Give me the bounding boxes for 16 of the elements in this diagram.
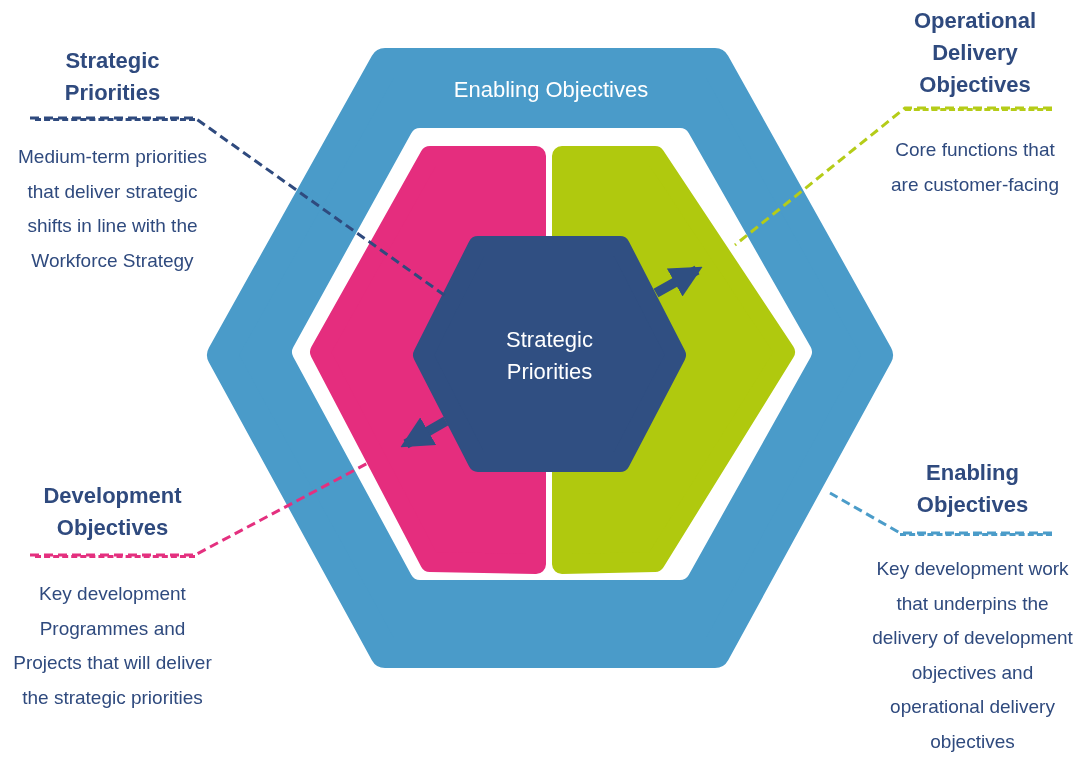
callout-heading: Development Objectives <box>42 482 183 542</box>
callout-text: Medium-term priorities that deliver strategic shifts in line with the Workforce Strategy <box>17 145 208 273</box>
callout-heading: Strategic Priorities <box>63 47 162 107</box>
leader-line <box>734 106 1052 247</box>
shape-label: Enabling Objectives <box>453 77 649 102</box>
callout-text: Key development work that underpins the delivery of development objectives and operational delivery objectives <box>871 557 1074 754</box>
callout-heading: Enabling Objectives <box>915 459 1030 519</box>
arrow <box>653 265 703 298</box>
leader-line <box>829 491 1052 535</box>
callout-text: Key development Programmes and Projects that will deliver the strategic priorities <box>12 582 213 710</box>
arrow <box>400 416 449 449</box>
callout-text: Core functions that are customer-facing <box>890 138 1060 197</box>
callout-heading: Operational Delivery Objectives <box>912 7 1038 99</box>
shape-label: Strategic Priorities <box>505 326 594 386</box>
leader-line <box>30 116 448 299</box>
leader-line <box>30 461 369 557</box>
